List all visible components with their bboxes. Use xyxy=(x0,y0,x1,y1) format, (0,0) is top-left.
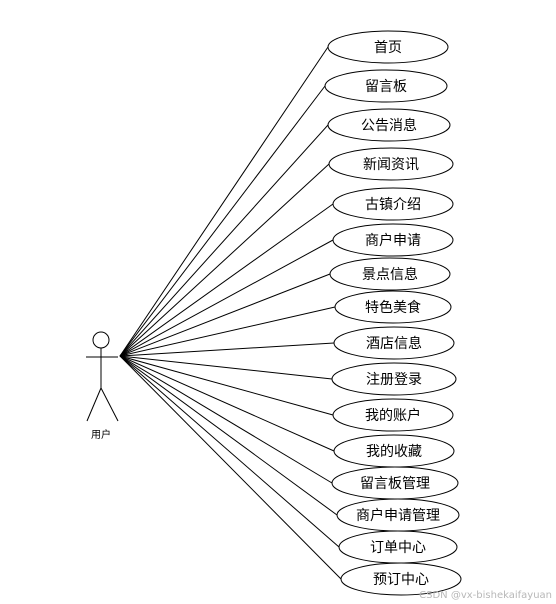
use-case-label: 商户申请管理 xyxy=(356,507,440,524)
association-line xyxy=(119,124,329,357)
use-case: 留言板 xyxy=(324,69,448,103)
use-case: 首页 xyxy=(327,30,449,64)
use-case-ellipse xyxy=(327,30,449,64)
association-lines xyxy=(119,46,342,580)
use-case: 留言板管理 xyxy=(331,466,459,500)
use-case-label: 预订中心 xyxy=(373,572,429,588)
use-case-ellipse xyxy=(333,326,455,360)
use-case-ellipse xyxy=(329,257,451,291)
use-case-label: 首页 xyxy=(374,40,402,56)
use-case: 特色美食 xyxy=(334,290,452,324)
use-case-label: 酒店信息 xyxy=(366,335,422,352)
use-cases: 首页留言板公告消息新闻资讯古镇介绍商户申请景点信息特色美食酒店信息注册登录我的账… xyxy=(324,30,462,596)
use-case: 商户申请 xyxy=(332,223,454,257)
association-line xyxy=(119,355,334,416)
use-case-label: 留言板 xyxy=(365,79,407,95)
use-case-label: 留言板管理 xyxy=(360,476,430,492)
association-line xyxy=(119,306,336,357)
actor-head xyxy=(92,331,110,349)
actor-right-leg xyxy=(100,387,119,422)
use-case-label: 我的账户 xyxy=(365,407,421,424)
use-case-label: 我的收藏 xyxy=(366,444,422,460)
association-line xyxy=(119,355,335,452)
use-case: 订单中心 xyxy=(338,530,458,564)
use-case-ellipse xyxy=(332,398,454,432)
use-case-label: 订单中心 xyxy=(370,540,426,556)
watermark: CSDN @vx-bishekaifayuan xyxy=(419,590,552,601)
association-line xyxy=(119,355,333,484)
use-case: 酒店信息 xyxy=(333,326,455,360)
use-case-label: 注册登录 xyxy=(366,372,422,388)
use-case: 我的账户 xyxy=(332,398,454,432)
actor-left-leg xyxy=(86,387,102,422)
association-line xyxy=(119,46,329,357)
use-case-ellipse xyxy=(332,223,454,257)
use-case-ellipse xyxy=(327,108,451,142)
use-case-ellipse xyxy=(328,147,454,181)
use-case: 景点信息 xyxy=(329,257,451,291)
association-line xyxy=(119,342,335,357)
association-line xyxy=(119,355,342,580)
association-line xyxy=(119,85,326,357)
use-case-label: 公告消息 xyxy=(361,117,417,134)
use-case-ellipse xyxy=(332,187,454,221)
actor-user xyxy=(86,331,119,422)
association-line xyxy=(119,273,331,357)
association-line xyxy=(119,239,334,357)
use-case-ellipse xyxy=(331,362,457,396)
actor-label: 用户 xyxy=(91,428,111,441)
association-line xyxy=(119,163,330,357)
use-case-label: 景点信息 xyxy=(362,266,418,283)
use-case-label: 新闻资讯 xyxy=(363,157,419,173)
use-case: 注册登录 xyxy=(331,362,457,396)
use-case: 古镇介绍 xyxy=(332,187,454,221)
use-case-ellipse xyxy=(324,69,448,103)
use-case-label: 古镇介绍 xyxy=(365,197,421,213)
use-case-ellipse xyxy=(340,562,462,596)
use-case: 新闻资讯 xyxy=(328,147,454,181)
association-line xyxy=(119,355,338,516)
use-case-label: 特色美食 xyxy=(365,299,421,316)
use-case: 商户申请管理 xyxy=(336,498,460,532)
use-case: 我的收藏 xyxy=(333,434,455,468)
use-case: 预订中心 xyxy=(340,562,462,596)
association-line xyxy=(119,355,333,380)
association-line xyxy=(119,355,340,548)
use-case: 公告消息 xyxy=(327,108,451,142)
association-line xyxy=(119,203,334,357)
use-case-label: 商户申请 xyxy=(365,232,421,249)
use-case-ellipse xyxy=(334,290,452,324)
